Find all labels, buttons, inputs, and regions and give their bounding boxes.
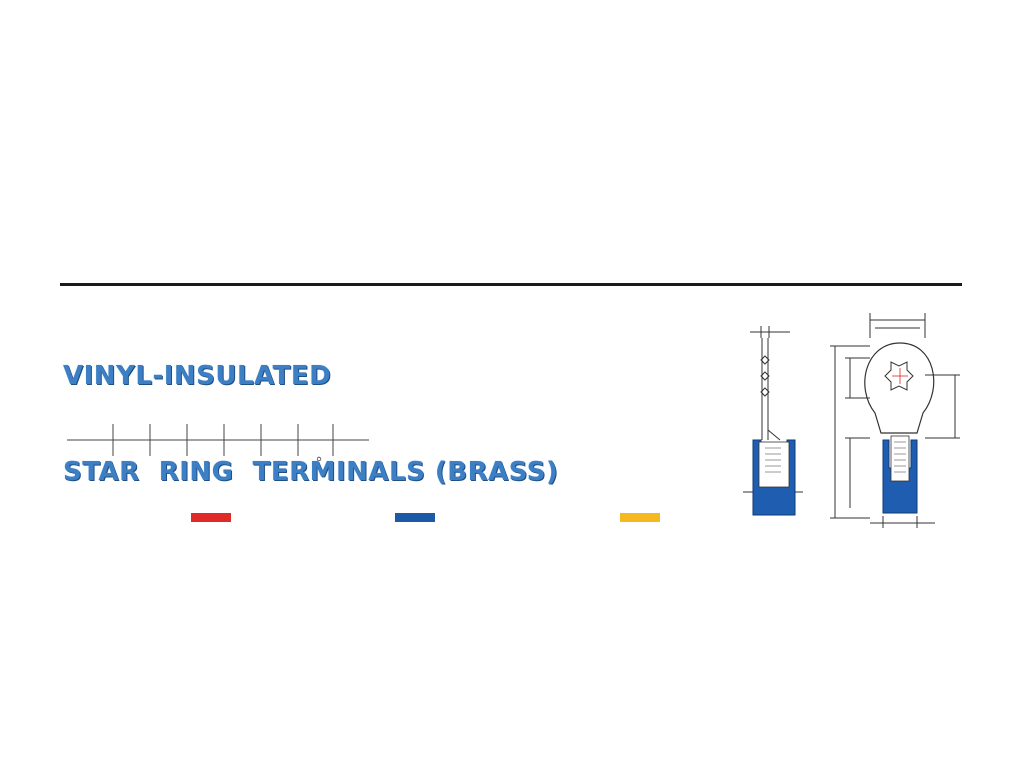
page-title: VINYL-INSULATED STAR RING TERMINALS (BRA… xyxy=(63,296,558,520)
terminal-side-view xyxy=(743,326,803,516)
title-line-1: VINYL-INSULATED xyxy=(63,361,332,391)
title-line-2: STAR RING TERMINALS (BRASS) xyxy=(63,457,559,487)
blue-swatch xyxy=(395,513,435,522)
yellow-swatch xyxy=(620,513,660,522)
terminal-front-view xyxy=(830,313,960,528)
center-mark xyxy=(892,368,908,384)
spec-table-ruler xyxy=(67,424,369,462)
red-swatch xyxy=(191,513,231,522)
header-rule xyxy=(60,283,962,286)
